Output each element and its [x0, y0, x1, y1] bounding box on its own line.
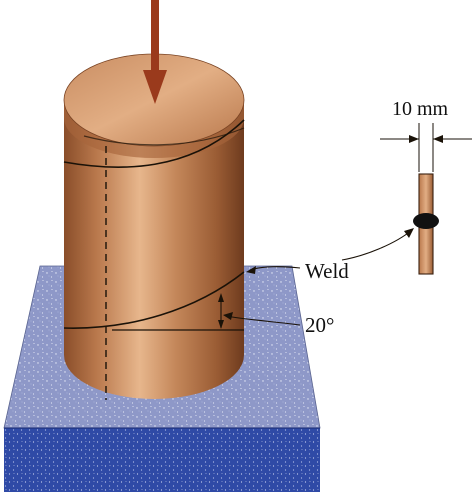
weld-seam-upper — [63, 119, 245, 168]
angle-label: 20° — [305, 313, 334, 337]
weld-seam-lower — [63, 271, 245, 329]
base-front-face — [4, 428, 320, 492]
angle-leader-line — [225, 315, 301, 326]
weld-bead-leader-line — [341, 229, 413, 261]
cylinder-body — [64, 102, 244, 399]
angle-dimension-arrows — [218, 293, 224, 329]
welded-cylinder — [63, 53, 245, 400]
dimension-label: 10 mm — [392, 98, 449, 120]
weld-seam-upper-back — [83, 127, 245, 146]
weld-bead-icon — [413, 213, 439, 229]
weld-label: Weld — [305, 259, 349, 283]
strip-detail: 10 mm — [341, 98, 472, 275]
down-arrow-icon — [143, 0, 167, 104]
